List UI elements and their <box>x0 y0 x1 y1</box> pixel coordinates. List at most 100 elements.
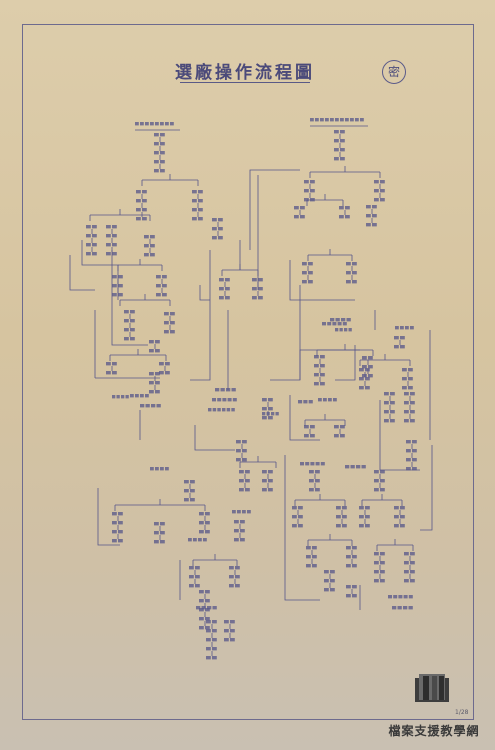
process-node <box>144 253 155 257</box>
process-node <box>239 488 250 492</box>
connector-path <box>190 250 211 381</box>
process-node <box>154 160 165 164</box>
process-node <box>164 330 175 334</box>
process-node <box>404 570 415 574</box>
process-node <box>229 566 240 570</box>
process-node <box>314 373 325 377</box>
archive-books-icon <box>415 674 449 702</box>
process-node <box>124 337 135 341</box>
process-node <box>199 608 210 612</box>
process-node <box>199 512 210 516</box>
process-node <box>212 398 237 402</box>
process-node <box>156 284 167 288</box>
process-node <box>392 606 413 610</box>
process-node <box>402 386 413 390</box>
process-node <box>314 355 325 359</box>
process-node <box>206 656 217 660</box>
process-node <box>304 180 315 184</box>
process-node <box>374 579 385 583</box>
process-node <box>199 626 210 630</box>
process-node <box>346 271 357 275</box>
process-node <box>335 328 352 332</box>
process-node <box>212 236 223 240</box>
process-node <box>406 449 417 453</box>
drawing-border <box>22 24 474 720</box>
process-node <box>149 381 160 385</box>
process-node <box>192 199 203 203</box>
process-node <box>374 189 385 193</box>
process-node <box>234 529 245 533</box>
process-node <box>374 470 385 474</box>
process-node <box>149 349 160 353</box>
process-node <box>219 287 230 291</box>
process-node <box>339 206 350 210</box>
process-node <box>206 620 217 624</box>
process-node <box>215 388 236 392</box>
process-node <box>86 252 97 256</box>
process-node <box>234 538 245 542</box>
process-node <box>324 579 335 583</box>
process-node <box>300 462 325 466</box>
process-node <box>206 647 217 651</box>
process-node <box>404 579 415 583</box>
process-node <box>229 584 240 588</box>
process-node <box>345 465 366 469</box>
process-node <box>206 629 217 633</box>
process-node <box>306 546 317 550</box>
process-node <box>402 368 413 372</box>
process-node <box>374 552 385 556</box>
process-node <box>224 629 235 633</box>
process-node <box>404 419 415 423</box>
process-node <box>292 515 303 519</box>
process-node <box>314 382 325 386</box>
process-node <box>124 310 135 314</box>
process-node <box>236 449 247 453</box>
process-node <box>196 606 217 610</box>
process-node <box>154 151 165 155</box>
process-node <box>334 139 345 143</box>
process-node <box>144 235 155 239</box>
process-node <box>239 470 250 474</box>
process-node <box>346 262 357 266</box>
process-node <box>359 377 370 381</box>
flowchart-connectors <box>69 125 433 656</box>
process-node <box>112 275 123 279</box>
process-node <box>199 590 210 594</box>
connector-path <box>289 260 355 301</box>
process-node <box>394 336 405 340</box>
process-node <box>404 552 415 556</box>
process-node <box>346 585 357 589</box>
process-node <box>394 524 405 528</box>
process-node <box>406 440 417 444</box>
process-node <box>136 199 147 203</box>
process-node <box>212 227 223 231</box>
process-node <box>359 386 370 390</box>
process-node <box>304 189 315 193</box>
process-node <box>154 133 165 137</box>
process-node <box>154 531 165 535</box>
connector-path <box>249 169 300 250</box>
process-node <box>304 198 315 202</box>
process-node <box>150 467 169 471</box>
process-node <box>324 588 335 592</box>
process-node <box>199 599 210 603</box>
process-node <box>374 180 385 184</box>
process-node <box>374 570 385 574</box>
process-node <box>188 538 207 542</box>
process-node <box>229 575 240 579</box>
process-node <box>262 398 273 402</box>
process-node <box>324 570 335 574</box>
process-node <box>310 118 364 122</box>
process-node <box>164 312 175 316</box>
process-node <box>130 394 149 398</box>
process-node <box>374 479 385 483</box>
process-node <box>294 206 305 210</box>
process-node <box>362 356 373 360</box>
process-node <box>394 345 405 349</box>
process-node <box>252 296 263 300</box>
process-node <box>112 512 123 516</box>
process-node <box>346 555 357 559</box>
process-node <box>252 278 263 282</box>
process-node <box>184 489 195 493</box>
